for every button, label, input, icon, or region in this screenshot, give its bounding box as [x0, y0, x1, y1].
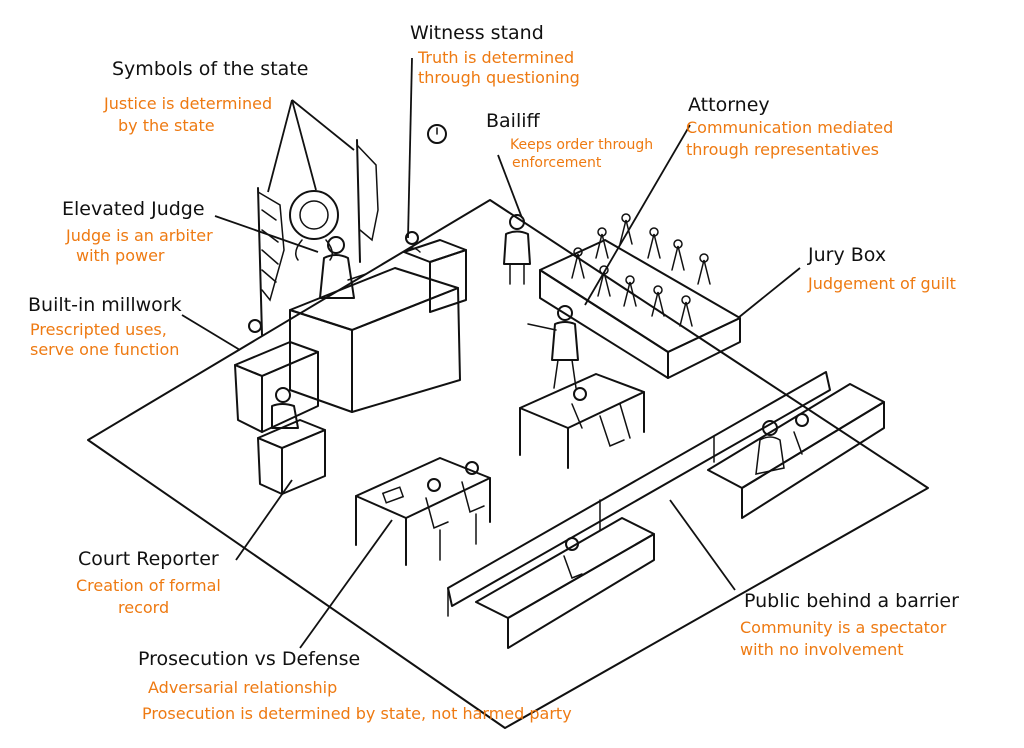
prosecution-defense-desc-2: Prosecution is determined by state, not …: [142, 704, 572, 723]
attorney-figure: [527, 305, 579, 389]
symbols-of-state-desc-2: by the state: [118, 116, 215, 135]
prosecution-defense-title: Prosecution vs Defense: [138, 648, 361, 670]
bailiff-desc-2: enforcement: [512, 155, 602, 171]
courtroom-floor: [87, 199, 929, 729]
elevated-judge-title: Elevated Judge: [62, 198, 205, 220]
jury-box: [539, 213, 741, 379]
court-reporter-desk: [257, 387, 326, 495]
defense-table: [519, 373, 645, 469]
court-reporter-desc-1: Creation of formal: [76, 576, 221, 595]
built-in-millwork-title: Built-in millwork: [28, 294, 182, 316]
witness-stand-desc-1: Truth is determined: [418, 48, 575, 67]
witness-stand: [403, 231, 467, 313]
public-barrier-desc-1: Community is a spectator: [740, 618, 947, 637]
jury-box-title: Jury Box: [808, 244, 887, 266]
judge-figure: [319, 236, 381, 299]
judge-bench: [289, 267, 461, 413]
leader-lines: [181, 57, 801, 649]
court-reporter-desc-2: record: [118, 598, 170, 617]
witness-stand-title: Witness stand: [410, 22, 544, 44]
state-flags: [257, 139, 379, 336]
attorney-title: Attorney: [688, 94, 770, 116]
prosecution-defense-desc-1: Adversarial relationship: [148, 678, 338, 697]
public-barrier-desc-2: with no involvement: [740, 640, 904, 659]
prosecution-table: [355, 457, 491, 566]
attorney-desc-1: Communication mediated: [686, 118, 894, 137]
built-in-millwork-desc-1: Prescripted uses,: [30, 320, 167, 339]
built-in-millwork-desc-2: serve one function: [30, 340, 180, 359]
elevated-judge-desc-2: with power: [76, 246, 165, 265]
state-seal: [289, 190, 339, 261]
public-benches: [475, 383, 885, 649]
bailiff-figure: [503, 214, 531, 285]
court-reporter-title: Court Reporter: [78, 548, 219, 570]
symbols-of-state-desc-1: Justice is determined: [104, 94, 273, 113]
bailiff-title: Bailiff: [486, 110, 540, 132]
public-barrier: [447, 371, 831, 617]
elevated-judge-desc-1: Judge is an arbiter: [66, 226, 213, 245]
public-barrier-title: Public behind a barrier: [744, 590, 959, 612]
bailiff-desc-1: Keeps order through: [510, 137, 654, 153]
jurors: [571, 213, 711, 327]
symbols-of-state-title: Symbols of the state: [112, 58, 309, 80]
attorney-desc-2: through representatives: [686, 140, 880, 159]
built-in-millwork: [234, 319, 319, 433]
jury-box-desc-1: Judgement of guilt: [808, 274, 956, 293]
witness-stand-desc-2: through questioning: [418, 68, 580, 87]
wall-clock: [427, 124, 447, 144]
